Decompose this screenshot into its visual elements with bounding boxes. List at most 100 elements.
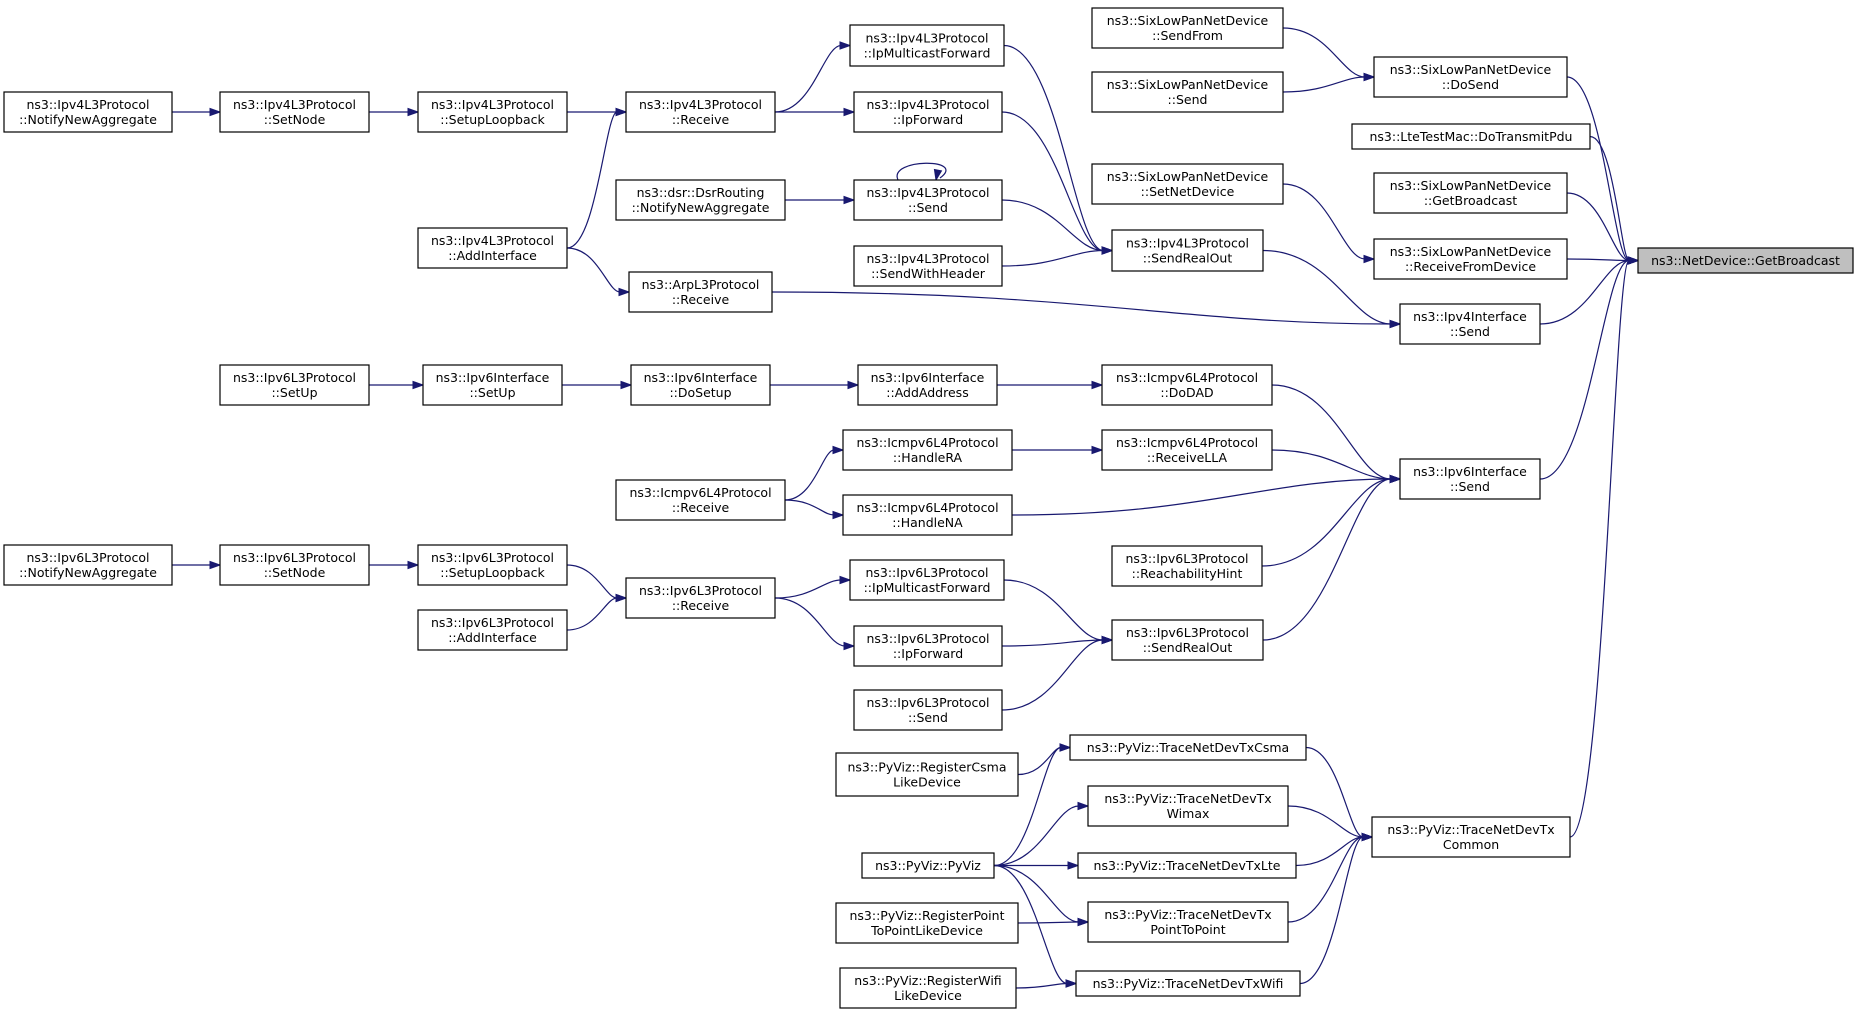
- edge-sixlowpan-setnetdevice-to-sixlowpan-receivefromdevice: [1282, 183, 1376, 264]
- node-ipv6interface-dosetup[interactable]: ns3::Ipv6Interface::DoSetup: [630, 364, 771, 406]
- edge-ipv6l3-setnode-to-ipv6l3-setuploopback: [368, 560, 420, 570]
- node-sixlowpan-setnetdevice[interactable]: ns3::SixLowPanNetDevice::SetNetDevice: [1091, 163, 1284, 205]
- node-ipv4l3-send[interactable]: ns3::Ipv4L3Protocol::Send: [853, 179, 1003, 221]
- node-label: ns3::PyViz::TraceNetDevTx: [1104, 791, 1271, 806]
- arrowhead: [1101, 246, 1114, 255]
- node-box: [1069, 734, 1307, 761]
- node-ipv6l3-ipforward[interactable]: ns3::Ipv6L3Protocol::IpForward: [853, 625, 1003, 667]
- node-label: ns3::PyViz::TraceNetDevTxLte: [1094, 858, 1281, 873]
- node-label: ::IpForward: [893, 112, 963, 127]
- node-icmpv6-receive[interactable]: ns3::Icmpv6L4Protocol::Receive: [615, 479, 786, 521]
- node-ipv6l3-reachabilityhint[interactable]: ns3::Ipv6L3Protocol::ReachabilityHint: [1111, 545, 1263, 587]
- node-icmpv6-receivella[interactable]: ns3::Icmpv6L4Protocol::ReceiveLLA: [1101, 429, 1273, 471]
- node-box: [625, 577, 776, 619]
- edge-path: [1262, 249, 1392, 325]
- node-ipv6l3-send[interactable]: ns3::Ipv6L3Protocol::Send: [853, 689, 1003, 731]
- node-arpl3-receive[interactable]: ns3::ArpL3Protocol::Receive: [628, 271, 773, 313]
- node-label: ns3::Icmpv6L4Protocol: [1116, 435, 1258, 450]
- edge-path: [993, 864, 1080, 923]
- node-box: [417, 227, 568, 269]
- node-ipv4l3-addinterface[interactable]: ns3::Ipv4L3Protocol::AddInterface: [417, 227, 568, 269]
- node-label: ::Receive: [672, 500, 730, 515]
- edge-path: [774, 597, 846, 647]
- arrowhead: [1363, 72, 1376, 82]
- node-label: ::SetNode: [264, 565, 326, 580]
- node-pyviz-tracenetdevtxlte[interactable]: ns3::PyViz::TraceNetDevTxLte: [1077, 852, 1297, 879]
- node-ipv6l3-addinterface[interactable]: ns3::Ipv6L3Protocol::AddInterface: [417, 609, 568, 651]
- node-netdevice-getbroadcast[interactable]: ns3::NetDevice::GetBroadcast: [1637, 247, 1854, 274]
- node-ipv6l3-receive[interactable]: ns3::Ipv6L3Protocol::Receive: [625, 577, 776, 619]
- node-ipv4l3-sendrealout[interactable]: ns3::Ipv4L3Protocol::SendRealOut: [1111, 229, 1264, 272]
- node-box: [849, 559, 1005, 601]
- node-ipv6l3-notifynewaggregate[interactable]: ns3::Ipv6L3Protocol::NotifyNewAggregate: [3, 544, 173, 586]
- node-icmpv6-handlena[interactable]: ns3::Icmpv6L4Protocol::HandleNA: [842, 494, 1013, 536]
- node-pyviz-tracenetdevtxcsma[interactable]: ns3::PyViz::TraceNetDevTxCsma: [1069, 734, 1307, 761]
- node-ipv4l3-ipforward[interactable]: ns3::Ipv4L3Protocol::IpForward: [853, 91, 1003, 133]
- node-ipv6interface-addaddress[interactable]: ns3::Ipv6Interface::AddAddress: [857, 364, 998, 406]
- node-box: [219, 544, 370, 586]
- node-ipv4l3-setuploopback[interactable]: ns3::Ipv4L3Protocol::SetupLoopback: [417, 91, 568, 133]
- edge-path: [1001, 199, 1104, 252]
- edge-path: [784, 449, 835, 501]
- node-box: [842, 494, 1013, 536]
- node-ipv6l3-setnode[interactable]: ns3::Ipv6L3Protocol::SetNode: [219, 544, 370, 586]
- node-label: ::NotifyNewAggregate: [19, 112, 157, 127]
- arrowhead: [412, 380, 425, 390]
- node-pyviz-tracenetdevtxwifi[interactable]: ns3::PyViz::TraceNetDevTxWifi: [1075, 970, 1301, 997]
- node-label: ::SendWithHeader: [871, 266, 986, 281]
- node-ltetestmac-dotransmitpdu[interactable]: ns3::LteTestMac::DoTransmitPdu: [1351, 123, 1591, 150]
- node-ipv6l3-setuploopback[interactable]: ns3::Ipv6L3Protocol::SetupLoopback: [417, 544, 568, 586]
- node-sixlowpan-getbroadcast[interactable]: ns3::SixLowPanNetDevice::GetBroadcast: [1373, 172, 1568, 214]
- node-icmpv6-handlera[interactable]: ns3::Icmpv6L4Protocol::HandleRA: [842, 429, 1013, 471]
- edge-pyviz-tracenetdevtxwifi-to-pyviz-tracenetdevtxcommon: [1299, 832, 1374, 985]
- node-dsr-notifynewaggregate[interactable]: ns3::dsr::DsrRouting::NotifyNewAggregate: [615, 179, 786, 221]
- node-ipv6l3-setup[interactable]: ns3::Ipv6L3Protocol::SetUp: [219, 364, 370, 406]
- node-label: ns3::Ipv4L3Protocol: [431, 233, 554, 248]
- node-label: ToPointLikeDevice: [870, 923, 983, 938]
- edge-icmpv6-receivella-to-ipv6interface-send: [1271, 449, 1402, 484]
- node-label: ::Send: [1450, 324, 1490, 339]
- node-pyviz-pyviz[interactable]: ns3::PyViz::PyViz: [861, 852, 995, 879]
- node-icmpv6-dodad[interactable]: ns3::Icmpv6L4Protocol::DoDAD: [1101, 364, 1273, 406]
- node-sixlowpan-send[interactable]: ns3::SixLowPanNetDevice::Send: [1091, 71, 1284, 113]
- node-ipv6interface-setup[interactable]: ns3::Ipv6Interface::SetUp: [422, 364, 563, 406]
- node-pyviz-registerp2p[interactable]: ns3::PyViz::RegisterPointToPointLikeDevi…: [835, 902, 1019, 944]
- node-ipv4l3-sendwithheader[interactable]: ns3::Ipv4L3Protocol::SendWithHeader: [853, 245, 1003, 287]
- edge-icmpv6-receive-to-icmpv6-handlena: [784, 499, 845, 520]
- node-box: [417, 91, 568, 133]
- edge-path: [1271, 384, 1392, 480]
- edge-dsr-notifynewaggregate-to-ipv4l3-send: [785, 195, 856, 205]
- node-sixlowpan-sendfrom[interactable]: ns3::SixLowPanNetDevice::SendFrom: [1091, 7, 1284, 49]
- edge-path: [1001, 639, 1104, 647]
- node-ipv4interface-send[interactable]: ns3::Ipv4Interface::Send: [1399, 303, 1541, 345]
- arrowhead: [832, 510, 845, 520]
- node-sixlowpan-dosend[interactable]: ns3::SixLowPanNetDevice::DoSend: [1373, 56, 1568, 98]
- node-label: ns3::Ipv6L3Protocol: [26, 550, 149, 565]
- node-label: ns3::Ipv4L3Protocol: [866, 97, 989, 112]
- node-ipv4l3-receive[interactable]: ns3::Ipv4L3Protocol::Receive: [625, 91, 776, 133]
- node-ipv6l3-sendrealout[interactable]: ns3::Ipv6L3Protocol::SendRealOut: [1111, 619, 1264, 661]
- node-label: ns3::SixLowPanNetDevice: [1390, 62, 1552, 77]
- node-ipv6interface-send[interactable]: ns3::Ipv6Interface::Send: [1399, 458, 1541, 500]
- node-label: ::SendFrom: [1152, 28, 1223, 43]
- edge-path: [1003, 44, 1104, 252]
- node-ipv4l3-notifynewaggregate[interactable]: ns3::Ipv4L3Protocol::NotifyNewAggregate: [3, 91, 173, 133]
- node-ipv4l3-ipmulticastforward[interactable]: ns3::Ipv4L3Protocol::IpMulticastForward: [849, 24, 1005, 67]
- edge-ipv4l3-receive-to-ipv4l3-ipforward: [775, 107, 856, 117]
- arrowhead: [1059, 743, 1072, 752]
- node-sixlowpan-receivefromdevice[interactable]: ns3::SixLowPanNetDevice::ReceiveFromDevi…: [1373, 238, 1568, 280]
- node-ipv6l3-ipmulticastforward[interactable]: ns3::Ipv6L3Protocol::IpMulticastForward: [849, 559, 1005, 601]
- arrowhead: [1091, 445, 1104, 455]
- node-label: ns3::Ipv6Interface: [436, 370, 550, 385]
- node-label: Wimax: [1167, 806, 1210, 821]
- node-label: ns3::Ipv6L3Protocol: [1126, 625, 1249, 640]
- node-label: ::DoSetup: [669, 385, 731, 400]
- edge-path: [993, 746, 1062, 867]
- edge-path: [1299, 836, 1364, 985]
- node-ipv4l3-setnode[interactable]: ns3::Ipv4L3Protocol::SetNode: [219, 91, 370, 133]
